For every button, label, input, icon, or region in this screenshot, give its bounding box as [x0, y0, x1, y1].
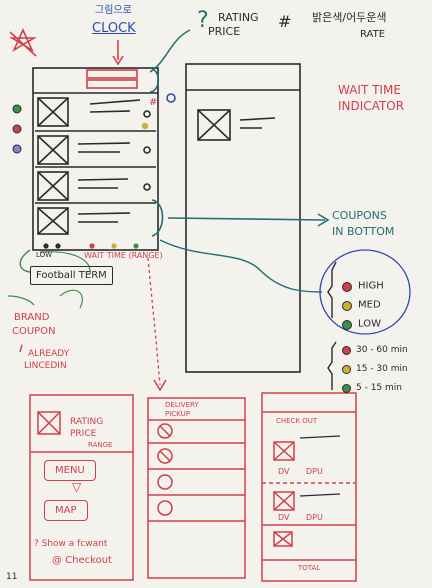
coupon-dots	[43, 243, 139, 249]
note-line-2: @ Checkout	[52, 555, 112, 566]
map-button[interactable]: MAP	[44, 500, 88, 521]
question-mark: ?	[197, 8, 209, 33]
range-dot-red	[342, 346, 351, 355]
legend-dot-high	[342, 281, 352, 292]
order-pickup-label: PICKUP	[165, 410, 190, 418]
detail-rating: RATING	[70, 417, 104, 427]
checkout-dpu-2: DPU	[306, 513, 323, 522]
phone-list-wireframe	[32, 67, 164, 251]
hash-symbol: #	[278, 12, 292, 31]
korean-note-top: 그림으로	[95, 5, 132, 16]
range-item-15-30: 15 - 30 min	[342, 361, 408, 377]
checkout-dv-2: DV	[278, 513, 290, 522]
menu-button[interactable]: MENU	[44, 460, 96, 481]
screen-order-wireframe	[147, 397, 246, 579]
page-number: 11	[6, 572, 18, 582]
range-item-5-15: 5 - 15 min	[342, 380, 402, 396]
legend-dot-med	[342, 300, 352, 311]
menu-arrow-icon: ▽	[72, 480, 82, 494]
rate-label: RATE	[360, 29, 386, 40]
coupons-label: COUPONS	[332, 209, 387, 222]
range-dot-yellow	[342, 365, 351, 374]
brand-label: BRAND	[14, 312, 50, 323]
in-bottom-label: IN BOTTOM	[332, 225, 395, 238]
legend-item-low: LOW	[342, 316, 381, 332]
korean-rate-note: 밝은색/어두운색	[312, 11, 387, 24]
range-item-30-60: 30 - 60 min	[342, 342, 408, 358]
price-label: PRICE	[208, 25, 241, 38]
screen-detail-wireframe	[29, 394, 134, 581]
checkout-total: TOTAL	[298, 564, 321, 572]
football-term-box: Football TERM	[30, 266, 113, 285]
order-delivery-label: DELIVERY	[165, 401, 199, 409]
detail-price: PRICE	[70, 429, 97, 439]
linkedin-label: LINCEDIN	[24, 361, 67, 371]
wait-time-range-label: WAIT TIME (RANGE)	[84, 251, 163, 260]
screen-checkout-wireframe	[261, 392, 357, 582]
legend-item-med: MED	[342, 297, 381, 313]
already-label: ALREADY	[28, 349, 70, 359]
clock-label: CLOCK	[92, 21, 136, 36]
note-line-1: ? Show a fcwant	[34, 539, 108, 549]
legend-item-high: HIGH	[342, 278, 384, 294]
rating-label: RATING	[218, 11, 259, 24]
coupon-label: COUPON	[12, 326, 56, 337]
detail-range: RANGE	[88, 441, 113, 449]
indicator-label: INDICATOR	[338, 99, 405, 113]
low-label: LOW	[36, 251, 53, 259]
checkout-dpu-1: DPU	[306, 467, 323, 476]
checkout-dv-1: DV	[278, 467, 290, 476]
hash-row-1: #	[149, 97, 158, 108]
wait-time-label: WAIT TIME	[338, 83, 401, 97]
list-rows	[35, 97, 156, 235]
range-dot-green	[342, 384, 351, 393]
legend-dot-low	[342, 319, 352, 330]
checkout-header: CHECK OUT	[276, 417, 318, 425]
star-mark	[9, 28, 37, 57]
